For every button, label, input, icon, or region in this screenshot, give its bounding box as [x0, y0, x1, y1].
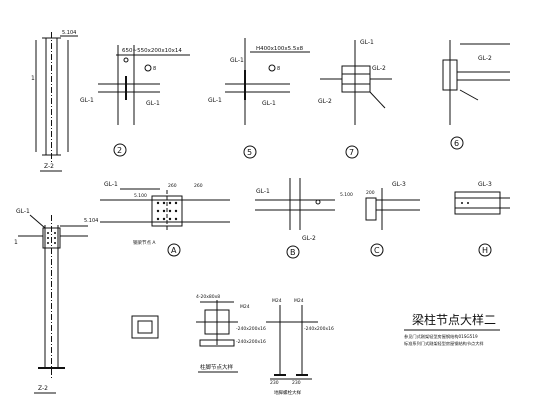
detail-c-beam: GL-3	[392, 181, 406, 188]
anchor-detail: M24 M24 -240x200x16 230 230 地脚螺栓大样	[266, 298, 334, 396]
base-label-bolt: M24	[240, 304, 250, 310]
detail-7: GL-1 GL-2 GL-2 7	[318, 39, 392, 159]
detail-c-dim: 200	[366, 190, 375, 196]
detail-b-beam-bottom: GL-2	[302, 235, 316, 242]
column-left-mark: 1	[31, 75, 35, 82]
anchor-label-m24-right: M24	[294, 298, 304, 304]
base-label-plate-2: -240x200x16	[236, 339, 266, 345]
anchor-label-m24-left: M24	[272, 298, 282, 304]
detail-6-beam: GL-2	[478, 55, 492, 62]
detail-b-number: B	[290, 248, 296, 257]
detail-c: GL-3 5.100 200 C	[340, 181, 420, 257]
detail-a-dim-elev: 5.100	[134, 193, 147, 199]
detail-5-size: H400x100x5.5x8	[256, 46, 304, 52]
detail-7-beam-right: GL-2	[372, 65, 386, 72]
anchor-detail-title: 地脚螺栓大样	[274, 389, 301, 396]
base-label-stiffener: 4-20x80x8	[196, 294, 220, 300]
anchor-label-plate: -240x200x16	[304, 326, 334, 332]
detail-7-beam-top: GL-1	[360, 39, 374, 46]
sheet-ref-line2: 标准系列门式刚架轻型房屋钢结构节点大样	[404, 340, 484, 347]
detail-5-beam-left: GL-1	[208, 97, 222, 104]
base-detail-title: 柱脚节点大样	[200, 363, 234, 371]
detail-2-number: 2	[117, 146, 122, 155]
detail-a-dim-left: 260	[168, 183, 177, 189]
detail-2-beam-left: GL-1	[80, 97, 94, 104]
z2-top-elev: 5.104	[62, 30, 76, 36]
detail-2-size: 650~550x200x10x14	[122, 48, 182, 54]
z2-bottom-left-mark: 1	[14, 239, 18, 246]
sheet-title-block: 梁柱节点大样二 参见门式刚架轻型房屋钢结构01SG519 标准系列门式刚架轻型房…	[404, 312, 500, 347]
z2-bottom-beam: GL-1	[16, 208, 30, 215]
detail-h: GL-3 H	[454, 181, 510, 257]
anchor-dim-left: 230	[270, 380, 279, 386]
detail-5-beam-right: GL-1	[262, 100, 276, 107]
detail-2-beam-right: GL-1	[146, 100, 160, 107]
detail-5-number: 5	[247, 148, 252, 157]
base-detail: 4-20x80x8 M24 -240x200x16 -240x200x16 柱脚…	[131, 294, 266, 373]
detail-c-number: C	[374, 246, 380, 255]
detail-2: 650~550x200x10x14 8 GL-1 GL-1 2	[80, 45, 190, 157]
column-z2-top: 1 5.104 Z-2	[31, 30, 78, 172]
detail-a-dim-right: 260	[194, 183, 203, 189]
detail-h-beam: GL-3	[478, 181, 492, 188]
detail-6: GL-2 6	[442, 40, 510, 150]
detail-h-number: H	[482, 246, 488, 255]
sheet-title: 梁柱节点大样二	[412, 312, 496, 327]
detail-5: H400x100x5.5x8 GL-1 8 GL-1 GL-1 5	[208, 38, 310, 159]
detail-a-section-label: 钢梁节点 A	[133, 239, 156, 246]
column-z2-bottom: GL-1 5.104 1 Z-2	[14, 208, 98, 394]
anchor-dim-right: 230	[292, 380, 301, 386]
detail-a: GL-1 5.100 260 260 钢梁节点 A A	[100, 181, 230, 257]
sheet-ref: 参见门式刚架轻型房屋钢结构01SG519	[404, 333, 478, 340]
detail-7-number: 7	[349, 148, 354, 157]
detail-7-beam-left: GL-2	[318, 98, 332, 105]
z2-bottom-label: Z-2	[38, 385, 48, 392]
detail-b: GL-1 GL-2 B	[255, 178, 335, 259]
detail-b-beam-top: GL-1	[256, 188, 270, 195]
detail-c-dim-elev: 5.100	[340, 192, 353, 198]
detail-a-beam: GL-1	[104, 181, 118, 188]
detail-5-mark: 8	[277, 66, 280, 72]
z2-bottom-elev: 5.104	[84, 218, 98, 224]
detail-5-beam-top: GL-1	[230, 57, 244, 64]
z2-top-label: Z-2	[44, 163, 54, 170]
base-label-plate-1: -240x200x16	[236, 326, 266, 332]
detail-2-mark: 8	[153, 66, 156, 72]
detail-6-number: 6	[454, 139, 459, 148]
detail-a-number: A	[171, 246, 177, 255]
